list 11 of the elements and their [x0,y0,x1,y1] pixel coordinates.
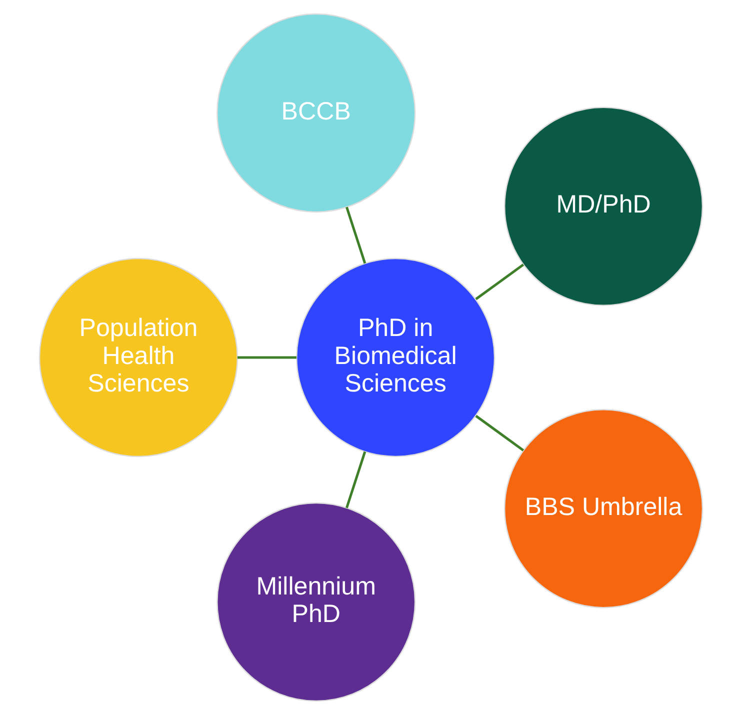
node-circle: Population Health Sciences [38,257,238,457]
node-circle: MD/PhD [503,106,703,306]
node-circle: Millennium PhD [216,502,416,702]
connector [345,450,366,508]
connector [345,206,366,264]
connector [474,414,524,451]
node-circle: BCCB [216,12,416,212]
node-circle: BBS Umbrella [503,408,703,608]
connector [236,356,296,358]
node-circle: PhD in Biomedical Sciences [295,257,495,457]
connector [474,263,524,300]
